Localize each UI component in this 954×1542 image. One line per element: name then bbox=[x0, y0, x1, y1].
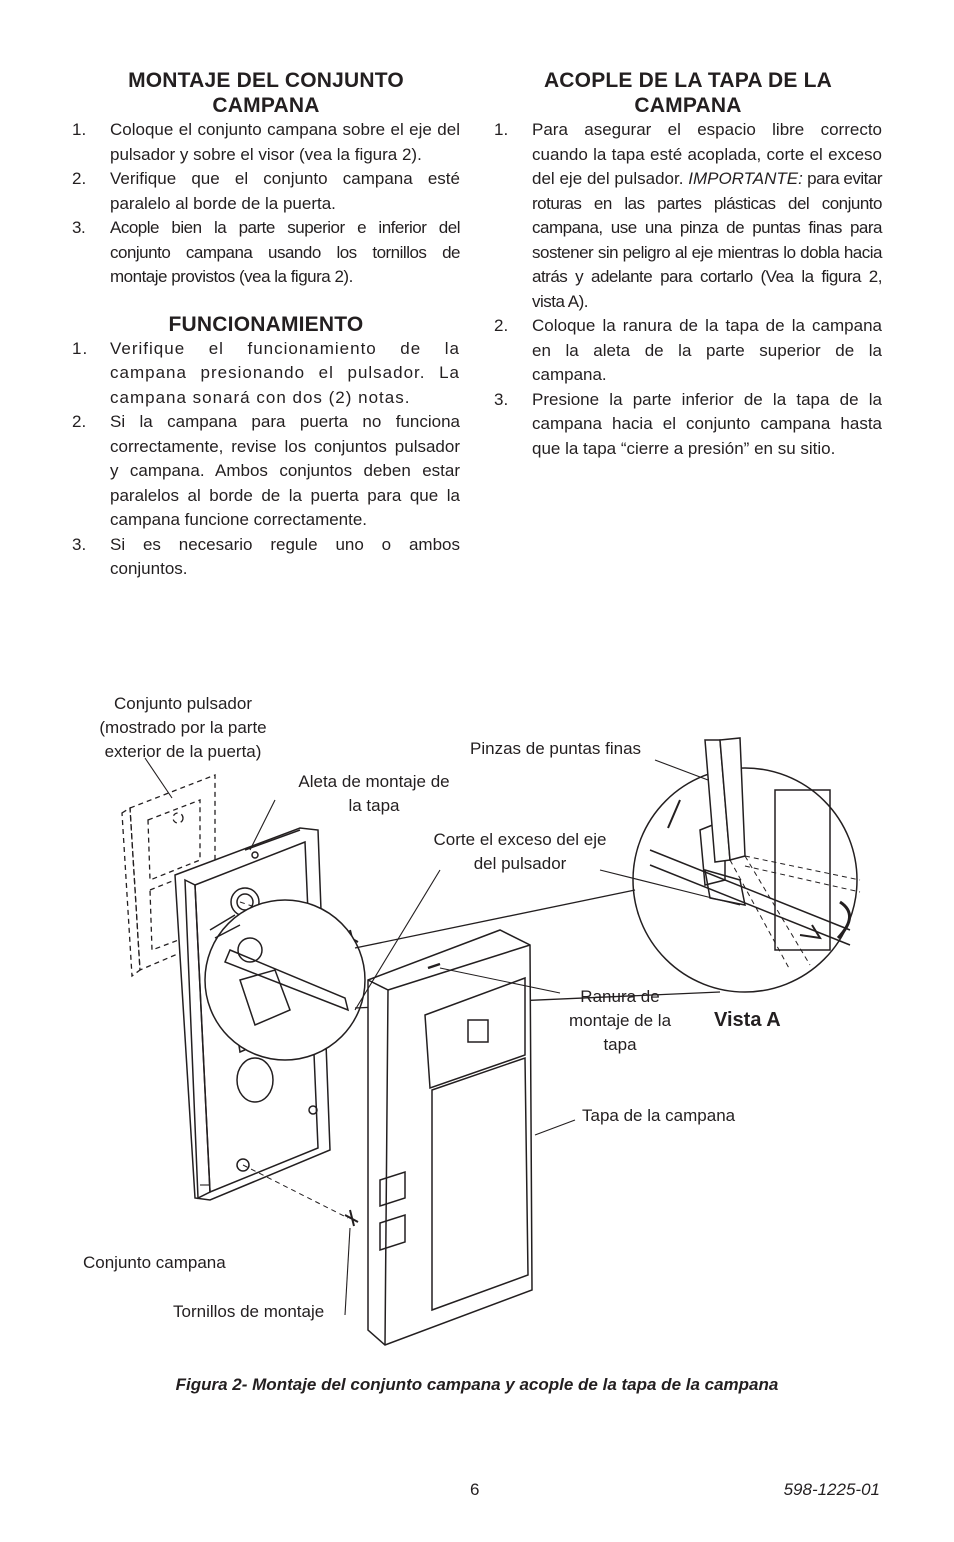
assembly-illustration bbox=[121, 737, 861, 1346]
list-item: 3.Acople bien la parte superior e inferi… bbox=[72, 218, 461, 286]
document-number: 598-1225-01 bbox=[783, 1480, 880, 1499]
label-pinzas: Pinzas de puntas finas bbox=[470, 739, 642, 758]
list-item: 2.Si la campana para puerta no funciona … bbox=[72, 412, 460, 529]
label-ranura: Ranura de montaje de la tapa bbox=[568, 987, 672, 1054]
heading-funcionamiento: FUNCIONAMIENTO bbox=[168, 312, 364, 336]
right-column: ACOPLE DE LA TAPA DE LA CAMPANA 1.Para a… bbox=[494, 68, 883, 461]
list-item: 3.Si es necesario regule uno o ambos con… bbox=[72, 534, 460, 579]
label-tapa: Tapa de la campana bbox=[582, 1106, 736, 1125]
push-shaft-detail bbox=[209, 914, 350, 1027]
figure-caption: Figura 2- Montaje del conjunto campana y… bbox=[175, 1375, 779, 1394]
label-vista-a: Vista A bbox=[714, 1009, 781, 1031]
list-acople: 1.Para asegurar el espacio libre correct… bbox=[494, 118, 883, 461]
label-leader-lines bbox=[144, 757, 741, 1316]
label-corte: Corte el exceso del eje del pulsador bbox=[433, 830, 607, 873]
list-funcionamiento: 1.Verifique el funcionamiento de la camp… bbox=[72, 337, 460, 582]
list-item: 3.Presione la parte inferior de la tapa … bbox=[494, 389, 882, 458]
chime-cover-drawing bbox=[367, 929, 533, 1346]
heading-montaje: MONTAJE DEL CONJUNTO CAMPANA bbox=[128, 69, 404, 117]
figure-2: Conjunto pulsador (mostrado por la parte… bbox=[0, 680, 954, 1360]
list-item: 1.Verifique el funcionamiento de la camp… bbox=[72, 338, 460, 407]
vista-a-circle bbox=[632, 767, 858, 993]
label-conjunto-campana: Conjunto campana bbox=[83, 1253, 226, 1272]
label-aleta: Aleta de montaje de la tapa bbox=[298, 772, 450, 815]
list-item: 1.Coloque el conjunto campana sobre el e… bbox=[72, 120, 460, 164]
leader-line bbox=[354, 889, 636, 949]
list-item: 2.Coloque la ranura de la tapa de la cam… bbox=[494, 316, 882, 384]
label-pulsador: Conjunto pulsador (mostrado por la parte… bbox=[99, 694, 267, 761]
heading-acople: ACOPLE DE LA TAPA DE LA CAMPANA bbox=[543, 69, 833, 117]
list-item: 1.Para asegurar el espacio libre correct… bbox=[494, 120, 883, 311]
label-tornillos: Tornillos de montaje bbox=[173, 1302, 325, 1321]
detail-circle bbox=[204, 899, 366, 1061]
important-note: IMPORTANTE: bbox=[688, 169, 803, 188]
list-item: 2.Verifique que el conjunto campana esté… bbox=[72, 169, 460, 213]
list-montaje: 1.Coloque el conjunto campana sobre el e… bbox=[72, 118, 461, 290]
vista-a-detail bbox=[649, 737, 861, 971]
left-column: MONTAJE DEL CONJUNTO CAMPANA 1.Coloque e… bbox=[72, 68, 461, 582]
page-number: 6 bbox=[470, 1480, 480, 1499]
